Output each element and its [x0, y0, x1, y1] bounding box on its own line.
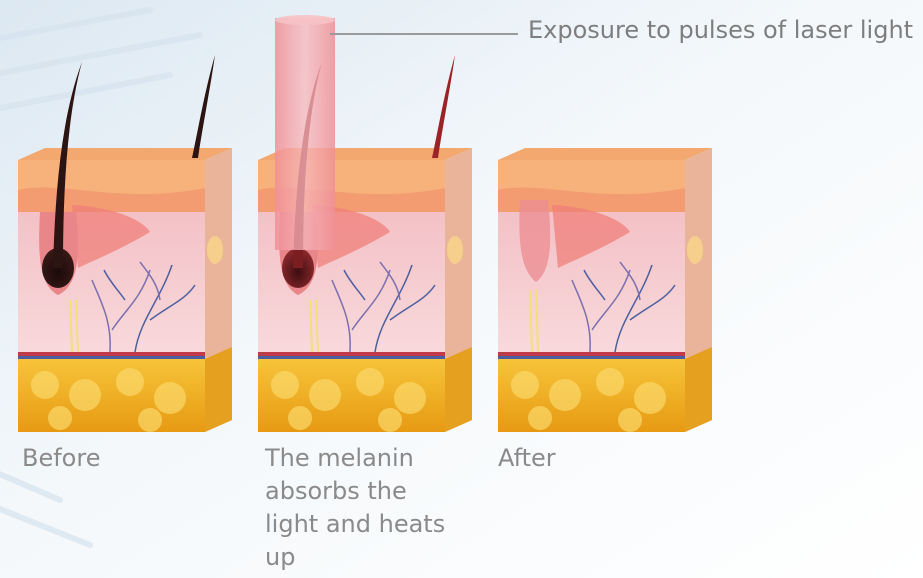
melanin-label-line-1: The melanin — [265, 442, 465, 475]
skin-top-surface — [498, 148, 712, 160]
laser-exposure-label: Exposure to pulses of laser light — [528, 14, 913, 47]
melanin-label-line-4: up — [265, 541, 465, 574]
laser-beam — [275, 18, 335, 250]
after-label: After — [498, 442, 556, 475]
sweat-gland — [447, 236, 463, 264]
vessel-stripe — [498, 352, 685, 356]
melanin-absorbs-label: The melanin absorbs the light and heats … — [265, 442, 465, 574]
before-label: Before — [22, 442, 100, 475]
sweat-gland — [687, 236, 703, 264]
vessel-stripe — [18, 352, 205, 356]
skin-top-surface — [18, 148, 232, 160]
skin-panel-after — [498, 148, 712, 432]
melanin-label-line-3: light and heats — [265, 508, 465, 541]
vessel-stripe — [258, 352, 445, 356]
sweat-gland — [207, 236, 223, 264]
melanin-label-line-2: absorbs the — [265, 475, 465, 508]
